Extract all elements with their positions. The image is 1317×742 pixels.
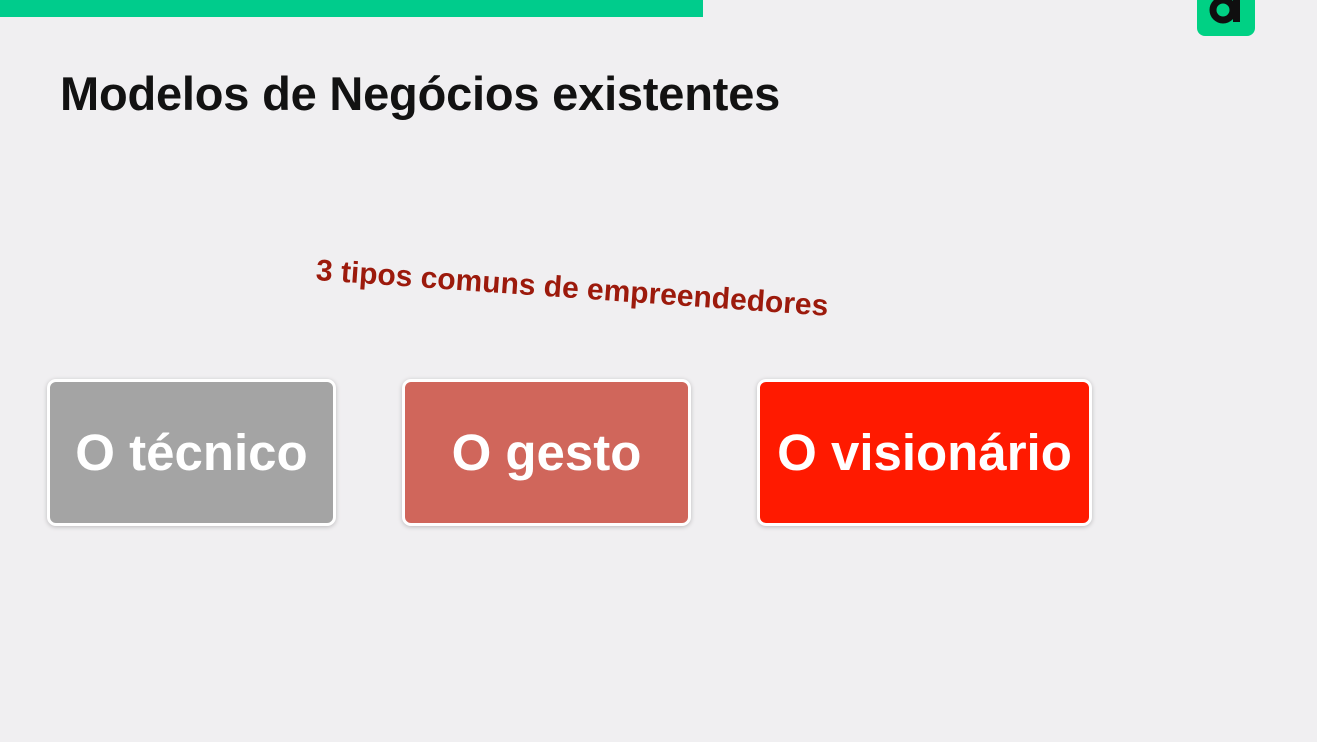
card-tecnico-label: O técnico	[75, 423, 308, 481]
top-accent-bar	[0, 0, 703, 17]
card-gesto[interactable]: O gesto	[402, 379, 691, 526]
brand-logo-icon	[1197, 0, 1255, 36]
subtitle: 3 tipos comuns de empreendedores	[314, 254, 830, 323]
card-visionario-label: O visionário	[777, 423, 1072, 481]
card-tecnico[interactable]: O técnico	[47, 379, 336, 526]
page-title: Modelos de Negócios existentes	[60, 67, 781, 120]
card-visionario[interactable]: O visionário	[757, 379, 1092, 526]
card-gesto-label: O gesto	[451, 423, 642, 481]
